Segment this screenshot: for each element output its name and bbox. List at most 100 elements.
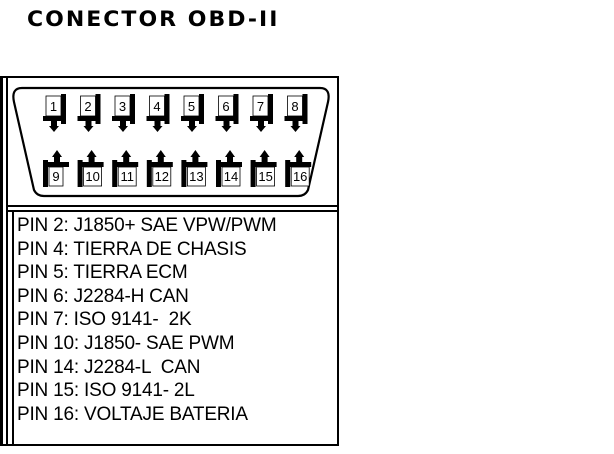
- pin-number-label: 9: [52, 169, 59, 184]
- pin-label-box: [152, 166, 172, 187]
- pin-post: [199, 94, 204, 124]
- pin-contact: [80, 162, 104, 167]
- pin-7: 7: [250, 94, 273, 132]
- frame-inner-line: [6, 76, 8, 446]
- section-divider-inner: [8, 210, 339, 212]
- pin-post: [268, 94, 273, 124]
- pin-number-label: 4: [153, 99, 160, 114]
- pin-10: 10: [77, 150, 104, 187]
- pin-post: [285, 160, 291, 187]
- pin-stem: [296, 156, 303, 166]
- pin-tip: [259, 150, 270, 157]
- pin-tip: [52, 150, 62, 157]
- pin-post: [95, 94, 101, 124]
- pin-16: 16: [285, 150, 312, 187]
- pin-post: [146, 160, 152, 187]
- pin-tip: [86, 150, 97, 157]
- pin-15: 15: [250, 150, 277, 187]
- pin-stem: [51, 118, 57, 127]
- pin-tip: [121, 150, 132, 157]
- list-item: PIN 14: J2284-L CAN: [17, 356, 201, 378]
- list-item: PIN 16: VOLTAJE BATERIA: [17, 403, 248, 425]
- pin-label-box: [256, 166, 276, 187]
- pin-post: [181, 160, 187, 187]
- pin-stem: [123, 156, 130, 166]
- pin-contact: [115, 162, 139, 167]
- pin-contact: [149, 162, 173, 167]
- pin-post: [77, 160, 83, 187]
- pin-stem: [227, 156, 233, 166]
- pin-12: 12: [146, 150, 173, 187]
- list-item: PIN 15: ISO 9141- 2L: [17, 380, 195, 402]
- pin-contact: [184, 162, 208, 167]
- pin-tip: [190, 150, 201, 157]
- diagram-frame: [0, 76, 339, 446]
- pin-label-box: [186, 166, 206, 187]
- pin-number-label: 15: [258, 169, 272, 184]
- pin-contact: [46, 162, 69, 167]
- pin-post: [250, 160, 256, 187]
- pin-post: [130, 94, 135, 124]
- pin-2: 2: [77, 94, 101, 132]
- pin-post: [112, 160, 118, 187]
- pin-number-label: 7: [257, 99, 264, 114]
- pin-stem: [120, 118, 126, 127]
- pin-tip: [118, 126, 128, 132]
- pin-number-label: 1: [50, 99, 57, 114]
- list-item: PIN 6: J2284-H CAN: [17, 285, 189, 307]
- pin-label-box: [117, 166, 137, 187]
- pin-number-label: 6: [222, 99, 229, 114]
- bottom-pin-row: 9 10 11 12 13 14 15 16: [43, 150, 312, 187]
- pin-stem: [157, 156, 164, 166]
- pin-contact: [253, 162, 277, 167]
- pin-tip: [152, 126, 163, 132]
- pin-number-label: 13: [189, 169, 203, 184]
- pin-tip: [155, 150, 166, 157]
- pin-tip: [290, 126, 301, 132]
- pin-number-label: 3: [119, 99, 126, 114]
- pin-post: [216, 160, 221, 187]
- pin-stem: [54, 156, 60, 166]
- pin-post: [43, 160, 48, 187]
- pin-11: 11: [112, 150, 139, 187]
- pin-stem: [189, 118, 195, 127]
- pin-8: 8: [284, 94, 308, 132]
- pin-stem: [223, 118, 230, 127]
- pin-tip: [225, 150, 235, 157]
- top-pin-row: 1 2 3 4 5 6 7 8: [43, 94, 308, 132]
- list-item: PIN 4: TIERRA DE CHASIS: [17, 238, 247, 260]
- pin-number-label: 12: [155, 169, 169, 184]
- pin-stem: [292, 118, 299, 127]
- pin-9: 9: [43, 150, 69, 187]
- pin-tip: [187, 126, 197, 132]
- pin-13: 13: [181, 150, 208, 187]
- page-title: CONECTOR OBD-II: [27, 8, 280, 32]
- pin-stem: [85, 118, 92, 127]
- pin-post: [61, 94, 66, 124]
- pin-contact: [219, 162, 242, 167]
- pin-post: [302, 94, 308, 124]
- pin-description-list: PIN 2: J1850+ SAE VPW/PWM PIN 4: TIERRA …: [17, 214, 335, 426]
- pin-label-box: [221, 166, 241, 187]
- pin-tip: [294, 150, 305, 157]
- list-item: PIN 10: J1850- SAE PWM: [17, 332, 235, 354]
- pin-tip: [221, 126, 232, 132]
- list-item: PIN 2: J1850+ SAE VPW/PWM: [17, 215, 277, 236]
- pin-1: 1: [43, 94, 66, 132]
- pin-stem: [192, 156, 199, 166]
- pin-5: 5: [181, 94, 204, 132]
- pin-6: 6: [215, 94, 239, 132]
- pin-tip: [256, 126, 266, 132]
- pin-tip: [83, 126, 94, 132]
- pin-14: 14: [216, 150, 242, 187]
- pin-post: [233, 94, 239, 124]
- pin-post: [164, 94, 170, 124]
- pin-stem: [261, 156, 268, 166]
- pin-label-box: [48, 166, 64, 187]
- list-item: PIN 7: ISO 9141- 2K: [17, 309, 192, 331]
- pin-label-box: [83, 166, 102, 187]
- pin-label-box: [290, 166, 310, 187]
- pin-number-label: 2: [84, 99, 91, 114]
- pin-number-label: 10: [85, 169, 99, 184]
